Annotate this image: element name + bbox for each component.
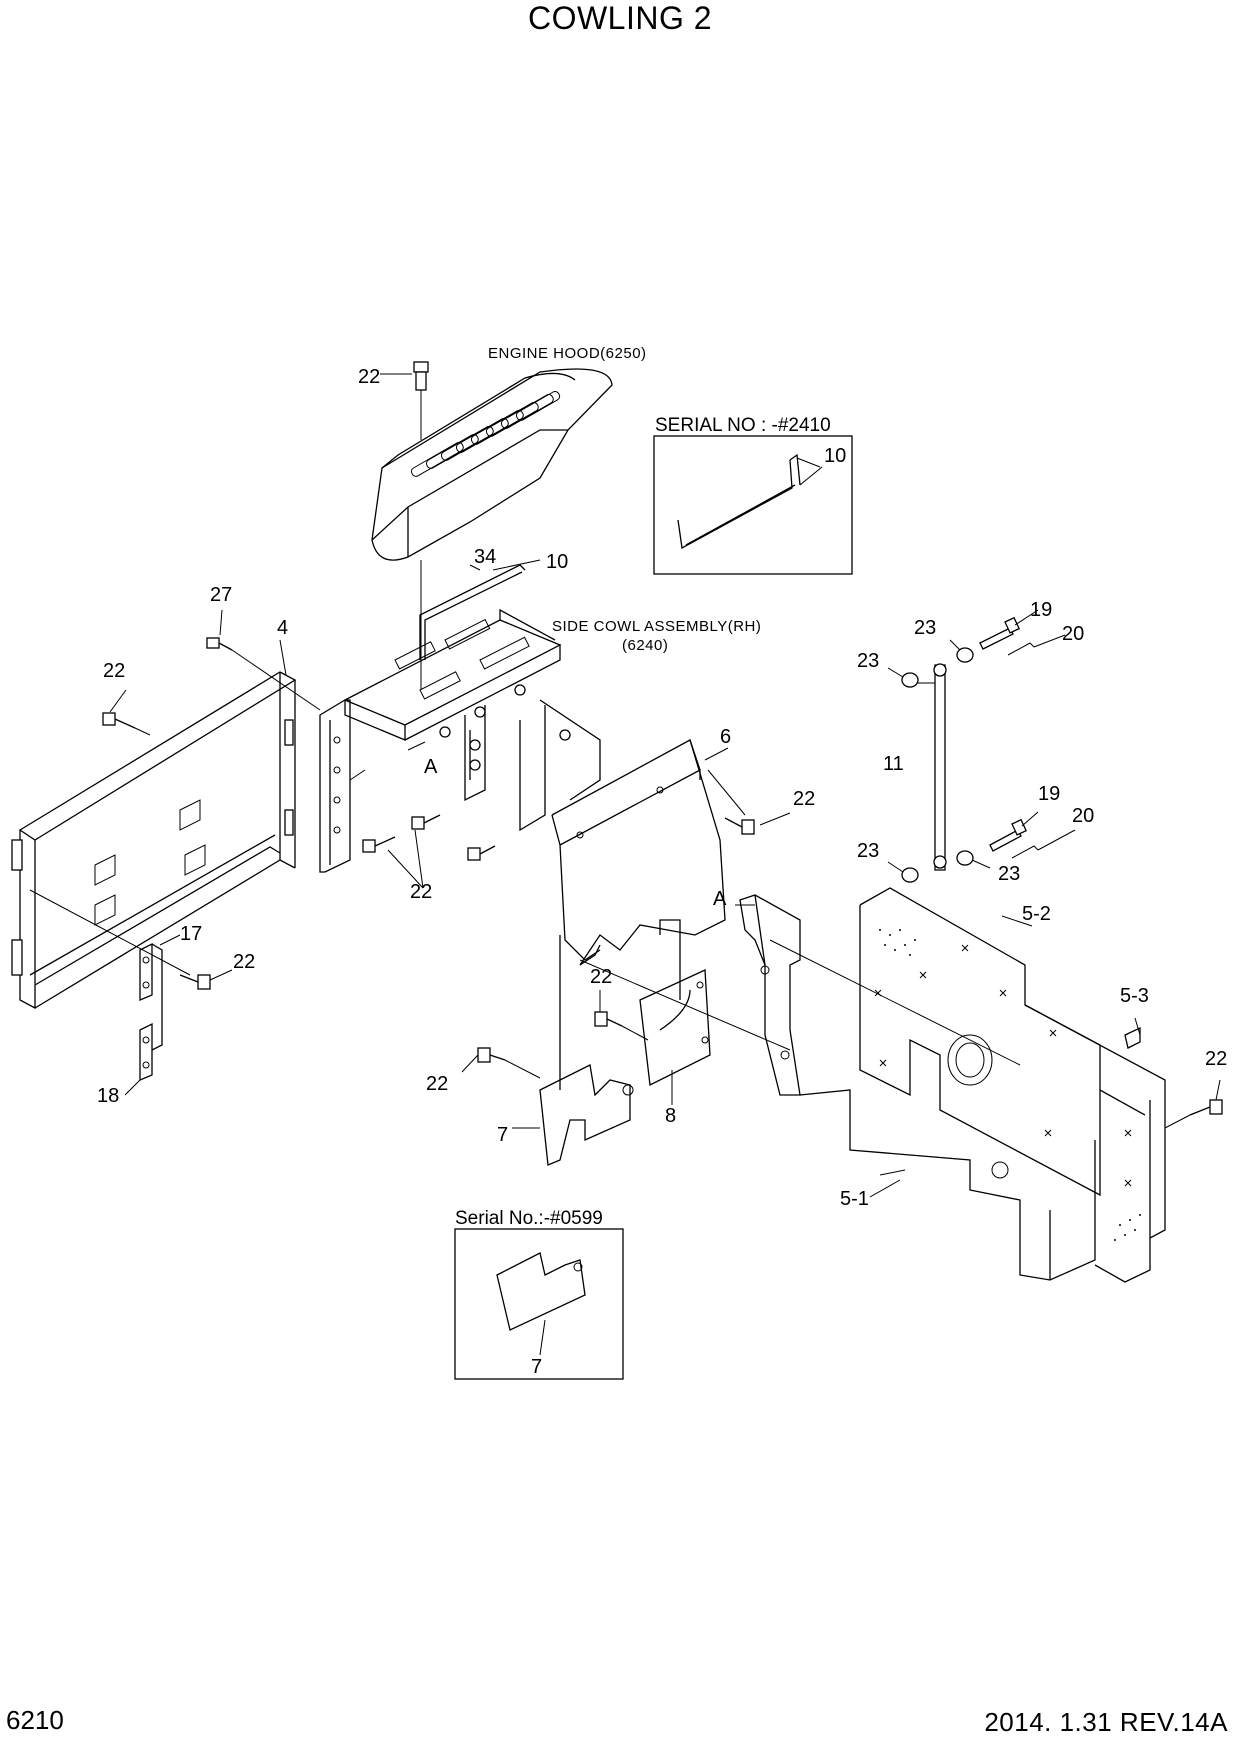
cowl-bracket-left: [319, 699, 366, 873]
callout-22-center: 22: [410, 881, 432, 903]
inset-serial-0599: [454, 1228, 624, 1380]
plate-7: [512, 935, 681, 1166]
callout-10-inset: 10: [824, 445, 846, 467]
bracket-8: [639, 969, 711, 1105]
page-title: COWLING 2: [527, 0, 713, 36]
callout-34: 34: [474, 546, 496, 568]
bolt-22-top: [380, 361, 429, 690]
bolt-22-far-right: [1164, 1079, 1223, 1129]
callout-17: 17: [180, 923, 202, 945]
side-cowl-frame: [343, 564, 601, 832]
foam-pads: [94, 799, 206, 926]
callout-7: 7: [497, 1124, 508, 1146]
plug-5-3: [1124, 1017, 1141, 1049]
ref-a-2: A: [713, 888, 727, 910]
washers-23: [887, 639, 991, 883]
engine-hood-note: ENGINE HOOD(6250): [488, 345, 647, 362]
bolt-22-left: [102, 712, 151, 736]
callout-19-b: 19: [1038, 783, 1060, 805]
callout-22-plate: 22: [590, 966, 612, 988]
inset-serial-2410: [653, 435, 853, 575]
inset-serial-0599-label: Serial No.:-#0599: [455, 1208, 603, 1229]
callout-23-d: 23: [998, 863, 1020, 885]
side-panel-5-2: [859, 887, 1166, 1283]
bolt-22-lower-mid: [461, 1047, 541, 1079]
bolt-22-plate6: [724, 812, 791, 835]
callout-23-a: 23: [914, 617, 936, 639]
bolt-27: [206, 637, 321, 711]
callout-19-a: 19: [1030, 599, 1052, 621]
inset-serial-2410-label: SERIAL NO : -#2410: [655, 415, 831, 436]
callout-6: 6: [720, 726, 731, 748]
engine-hood-part: [371, 368, 613, 561]
split-pins-20: [1007, 634, 1076, 859]
callout-22-far-right: 22: [1205, 1048, 1227, 1070]
bolt-22-lower-left: [179, 969, 233, 990]
hood-vent-slots: [410, 390, 561, 477]
callout-18: 18: [97, 1085, 119, 1107]
pins-19: [979, 609, 1039, 852]
callout-22-mid-right: 22: [793, 788, 815, 810]
callout-5-2: 5-2: [1022, 903, 1051, 925]
clip-17: [139, 934, 181, 1051]
panel-cross-marks: [874, 944, 1132, 1187]
revision-stamp: 2014. 1.31 REV.14A: [984, 1707, 1228, 1737]
callout-4: 4: [277, 617, 288, 639]
callout-22-left: 22: [103, 660, 125, 682]
foam-texture: [879, 929, 1141, 1241]
callout-27: 27: [210, 584, 232, 606]
side-panel-5-1: [579, 894, 1096, 1281]
callout-11: 11: [883, 753, 904, 775]
callout-8: 8: [665, 1105, 676, 1127]
callout-20-a: 20: [1062, 623, 1084, 645]
callout-23-b: 23: [857, 650, 879, 672]
callout-10-top: 10: [546, 551, 568, 573]
callout-5-3: 5-3: [1120, 985, 1149, 1007]
side-cowl-code: (6240): [622, 637, 668, 654]
bolt-22-plate7: [594, 990, 649, 1041]
cover-plate-6: [551, 739, 746, 966]
side-panel-4: [11, 671, 297, 1010]
callout-22-top: 22: [358, 366, 380, 388]
callout-20-b: 20: [1072, 805, 1094, 827]
ref-a-1: A: [424, 756, 438, 778]
page-number: 6210: [6, 1705, 64, 1735]
side-cowl-note: SIDE COWL ASSEMBLY(RH): [552, 618, 761, 635]
bolts-22-center: [362, 814, 496, 889]
callout-22-lower-mid: 22: [426, 1073, 448, 1095]
clip-18: [124, 1022, 153, 1096]
callout-7-inset: 7: [531, 1356, 542, 1378]
callout-23-c: 23: [857, 840, 879, 862]
callout-22-lower-left: 22: [233, 951, 255, 973]
callout-5-1: 5-1: [840, 1188, 869, 1210]
stay-rod-11: [912, 663, 947, 871]
